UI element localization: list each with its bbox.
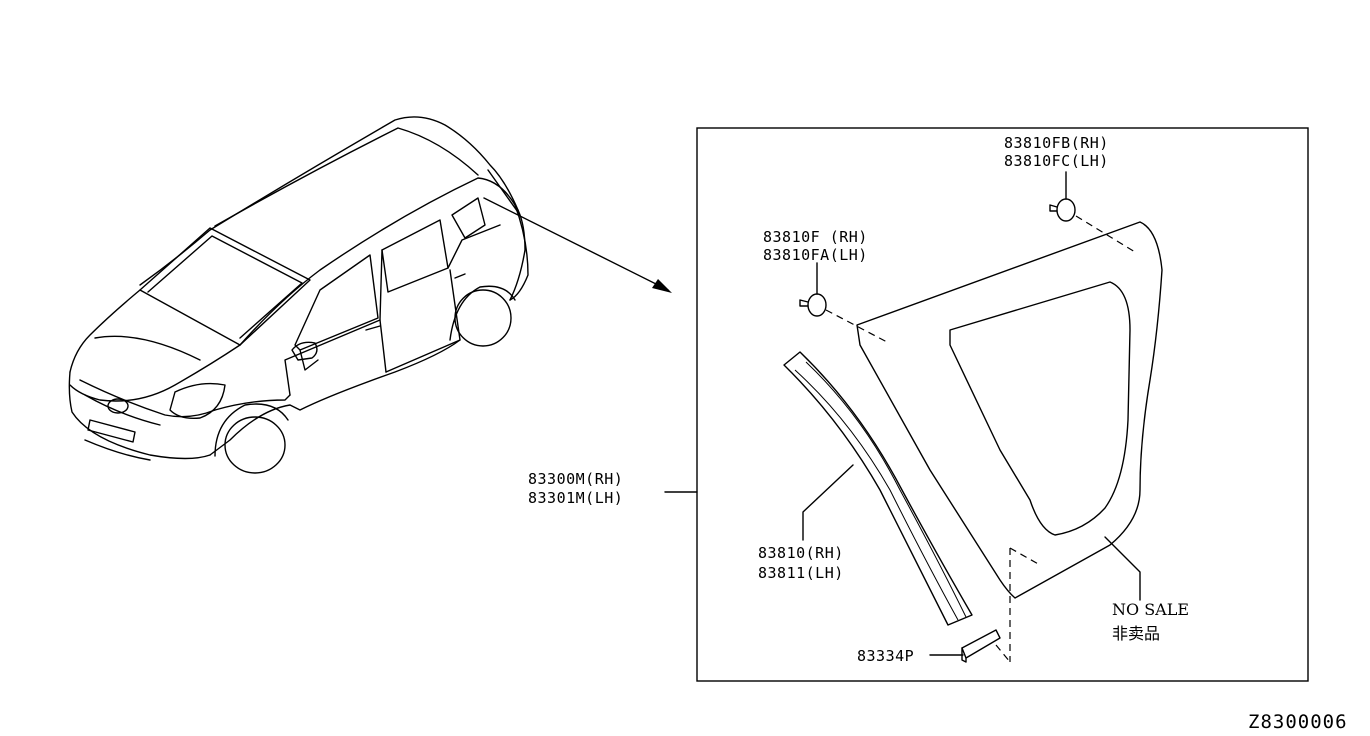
quarter-window-glass (856, 221, 1163, 599)
clip-upper (1049, 198, 1136, 253)
clip-lower (799, 293, 888, 343)
label-clip-upper-lh: 83810FC(LH) (1004, 152, 1109, 170)
label-clip-lower-lh: 83810FA(LH) (763, 246, 868, 264)
label-window-lh: 83301M(LH) (528, 489, 623, 507)
label-spacer: 83334P (857, 647, 914, 665)
detail-frame (696, 127, 1309, 682)
spacer-part (961, 629, 1001, 663)
vehicle-illustration (68, 116, 529, 474)
label-clip-lower-rh: 83810F (RH) (763, 228, 868, 246)
label-clip-upper-rh: 83810FB(RH) (1004, 134, 1109, 152)
leader-lines (664, 171, 1141, 656)
label-window-rh: 83300M(RH) (528, 470, 623, 488)
spacer-guides (995, 547, 1041, 663)
note-no-sale-cn: 非卖品 (1112, 624, 1160, 643)
label-moulding-rh: 83810(RH) (758, 544, 844, 562)
note-no-sale: NO SALE (1112, 600, 1189, 619)
leader-arrow (483, 197, 672, 293)
label-moulding-lh: 83811(LH) (758, 564, 844, 582)
diagram-code: Z8300006 (1248, 711, 1348, 733)
moulding-strip (783, 351, 973, 626)
